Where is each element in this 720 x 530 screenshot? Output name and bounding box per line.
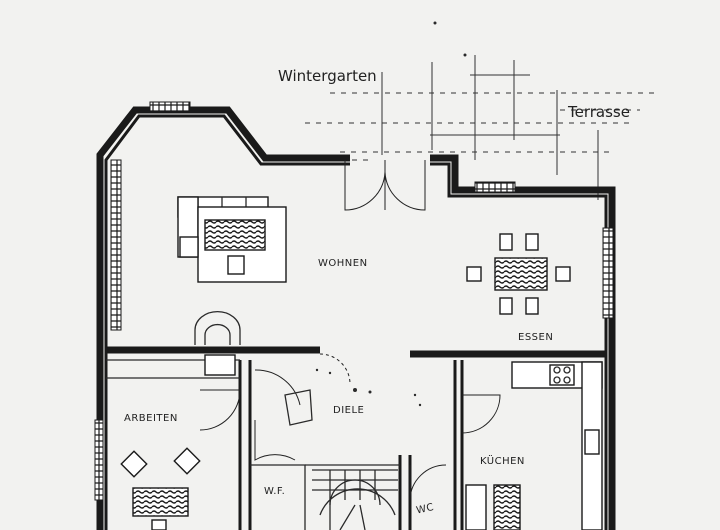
outer-walls	[96, 106, 616, 530]
label-kuchen: KÜCHEN	[480, 454, 525, 467]
label-arbeiten: ARBEITEN	[124, 413, 178, 424]
wintergarten-grid	[305, 55, 660, 200]
sofa-group	[177, 196, 287, 283]
label-diele: DIELE	[333, 405, 364, 416]
fireplace	[194, 310, 241, 376]
label-wohnen: WOHNEN	[318, 258, 368, 269]
interior-doors	[199, 353, 501, 501]
office-furniture	[120, 447, 201, 530]
patio-doors	[344, 160, 426, 211]
diele-marks	[315, 21, 467, 407]
label-wf: W.F.	[264, 486, 285, 497]
room-labels: Wintergarten Terrasse WOHNEN ESSEN ARBEI…	[124, 67, 630, 517]
dining-table	[466, 233, 571, 315]
label-terrasse: Terrasse	[567, 103, 630, 121]
label-wintergarten: Wintergarten	[278, 67, 377, 85]
staircase	[312, 469, 398, 530]
kitchen-counters	[465, 361, 603, 530]
label-essen: ESSEN	[518, 332, 553, 343]
window-hatching	[94, 101, 614, 501]
label-wc: WC	[415, 502, 435, 516]
